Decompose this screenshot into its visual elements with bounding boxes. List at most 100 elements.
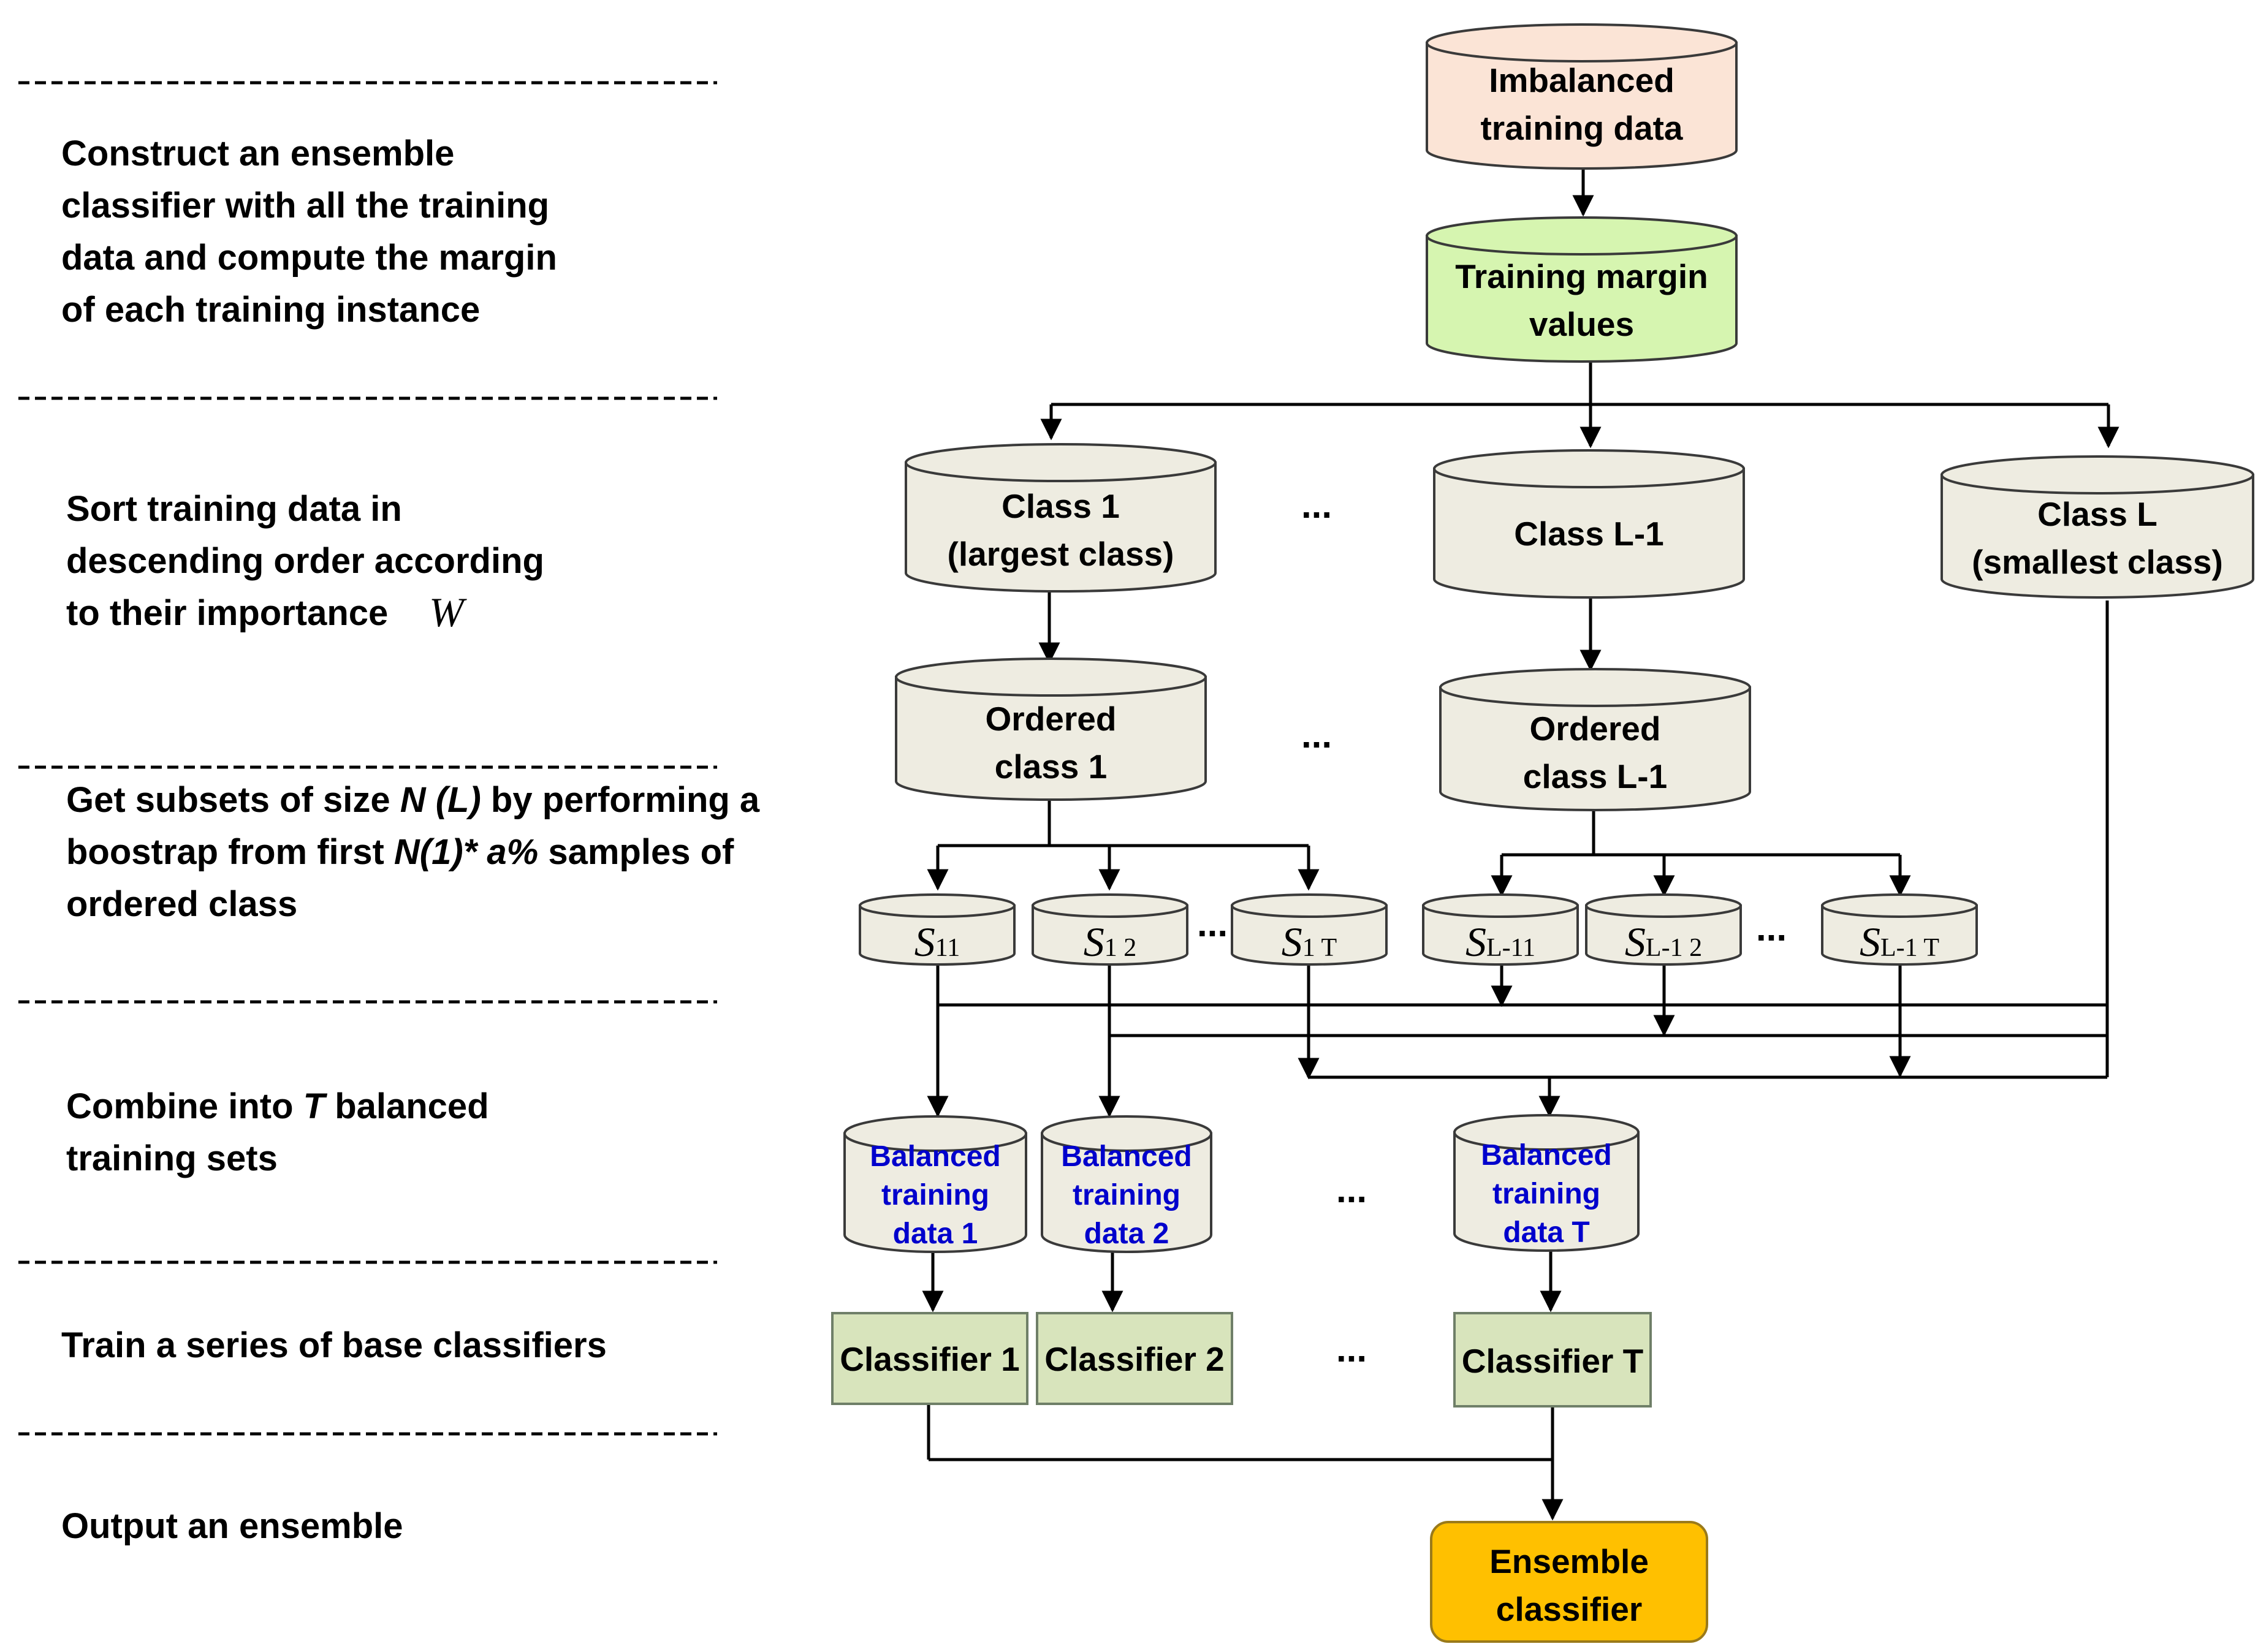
balanced-data-1-cylinder-label-line3: data 1 bbox=[893, 1218, 978, 1250]
subset-s1t-cylinder-subscript: 1 T bbox=[1302, 934, 1337, 962]
balanced-data-2-cylinder-label-line1: Balanced bbox=[1061, 1140, 1192, 1173]
balanced-data-t-cylinder-body bbox=[1453, 1131, 1640, 1252]
classL-cylinder-body bbox=[1941, 474, 2254, 599]
subset-sl12-cylinder-body bbox=[1585, 904, 1742, 966]
ordered-class1-cylinder-top bbox=[895, 657, 1207, 697]
subset-sl1t-cylinder-symbol: S bbox=[1860, 919, 1880, 965]
subset-sl11-cylinder-body bbox=[1422, 904, 1579, 966]
classL-cylinder-label-line2: (smallest class) bbox=[1972, 543, 2223, 581]
step3-line3: ordered class bbox=[66, 884, 297, 924]
subset-s1t-cylinder-symbol: S bbox=[1282, 919, 1302, 965]
connectors bbox=[922, 164, 2119, 1521]
step1-line3: data and compute the margin bbox=[61, 238, 557, 278]
subset-sl1t-cylinder: SL-1 T bbox=[1821, 893, 1978, 966]
imbalanced-data-cylinder: Imbalanced training data bbox=[1426, 23, 1738, 170]
classifier-2-box bbox=[1036, 1312, 1233, 1405]
step3-line2-pre: boostrap from first bbox=[66, 832, 394, 872]
step1-line4: of each training instance bbox=[61, 290, 480, 330]
step4-line1-post: balanced bbox=[325, 1086, 489, 1126]
class1-cylinder-top bbox=[905, 443, 1217, 482]
class1-cylinder: Class 1(largest class) bbox=[905, 443, 1217, 593]
ellipsis-classifiers: ... bbox=[1336, 1328, 1367, 1370]
step3-line2-em: N(1)* a% bbox=[394, 832, 538, 872]
subset-sl12-cylinder-label: SL-1 2 bbox=[1625, 919, 1702, 965]
subset-s12-cylinder-label: S1 2 bbox=[1084, 919, 1137, 965]
subset-sl11-cylinder-symbol: S bbox=[1465, 919, 1486, 965]
subset-sl12-cylinder-top bbox=[1585, 893, 1742, 918]
subset-sl1t-cylinder-label: SL-1 T bbox=[1860, 919, 1939, 965]
subset-sl1t-cylinder-body bbox=[1821, 904, 1978, 966]
step3-line1-pre: Get subsets of size bbox=[66, 780, 400, 820]
step4-line1: Combine into T balanced bbox=[66, 1086, 489, 1126]
subset-s12-cylinder-symbol: S bbox=[1084, 919, 1104, 965]
ordered-classL1-cylinder-label-line2: class L-1 bbox=[1523, 757, 1667, 795]
ensemble-label-line2: classifier bbox=[1496, 1590, 1643, 1628]
step4-line2: training sets bbox=[66, 1139, 278, 1178]
imbalanced-data-cylinder-label-line2: training data bbox=[1480, 109, 1682, 147]
ensemble-node: Ensemble classifier bbox=[1430, 1521, 1708, 1643]
ordered-class1-cylinder-body bbox=[895, 676, 1207, 801]
step3-line1-post: by performing a bbox=[481, 780, 760, 820]
step2-line2: descending order according bbox=[66, 541, 544, 581]
subset-sl11-cylinder-subscript: L-11 bbox=[1486, 934, 1535, 962]
classL1-cylinder-body bbox=[1433, 468, 1745, 599]
subset-sl11-cylinder: SL-11 bbox=[1422, 893, 1579, 966]
classifier-1-label: Classifier 1 bbox=[840, 1340, 1020, 1378]
class1-cylinder-body bbox=[905, 461, 1217, 593]
subset-sl12-cylinder-symbol: S bbox=[1625, 919, 1646, 965]
subset-s11-cylinder-body bbox=[859, 904, 1016, 966]
step-descriptions: Construct an ensemble classifier with al… bbox=[61, 134, 760, 1546]
ordered-classL1-cylinder-label-line1: Ordered bbox=[1530, 710, 1661, 748]
classifier-t-box bbox=[1453, 1312, 1652, 1408]
step3-line1: Get subsets of size N (L) by performing … bbox=[66, 780, 760, 820]
step2-line3: to their importance bbox=[66, 593, 388, 633]
step4-line1-pre: Combine into bbox=[66, 1086, 303, 1126]
classL1-cylinder-top bbox=[1433, 449, 1745, 488]
ellipsis-classes: ... bbox=[1301, 485, 1332, 526]
training-margin-cylinder-label-line1: Training margin bbox=[1455, 257, 1708, 295]
subset-s11-cylinder: S11 bbox=[859, 893, 1016, 966]
step2-line1: Sort training data in bbox=[66, 489, 402, 529]
subset-s11-cylinder-subscript: 11 bbox=[935, 934, 960, 962]
step3-line2-post: samples of bbox=[538, 832, 734, 872]
balanced-data-2-cylinder-top bbox=[1041, 1115, 1212, 1152]
subset-sl12-cylinder-subscript: L-1 2 bbox=[1646, 934, 1702, 962]
subset-s12-cylinder-subscript: 1 2 bbox=[1104, 934, 1137, 962]
step3-line1-em: N (L) bbox=[400, 780, 481, 820]
ordered-classL1-cylinder-body bbox=[1439, 686, 1751, 811]
ordered-classL1-cylinder: Ordered class L-1 bbox=[1439, 668, 1751, 811]
classifier-boxes: Classifier 1 Classifier 2 Classifier T bbox=[831, 1312, 1652, 1408]
subset-sl1t-cylinder-subscript: L-1 T bbox=[1880, 934, 1939, 962]
step1-line1: Construct an ensemble bbox=[61, 134, 454, 173]
subset-s1t-cylinder-label: S1 T bbox=[1282, 919, 1337, 965]
balanced-data-1-cylinder-top bbox=[843, 1115, 1027, 1152]
training-margin-cylinder-label-line2: values bbox=[1529, 305, 1634, 343]
subset-s12-cylinder-top bbox=[1032, 893, 1188, 918]
training-margin-cylinder: Training margin values bbox=[1426, 216, 1738, 363]
ellipsis-balanced: ... bbox=[1336, 1169, 1367, 1210]
classL1-cylinder-label-line1: Class L-1 bbox=[1514, 515, 1664, 553]
classifier-t-label: Classifier T bbox=[1462, 1342, 1644, 1380]
classifier-2-label: Classifier 2 bbox=[1044, 1340, 1225, 1378]
imbalanced-data-cylinder-label-line1: Imbalanced bbox=[1489, 61, 1674, 99]
step-separators bbox=[18, 81, 717, 1436]
classL-cylinder: Class L(smallest class) bbox=[1941, 455, 2254, 599]
ellipses: ... ... ... ... ... ... bbox=[1197, 485, 1787, 1370]
ellipsis-ordered: ... bbox=[1301, 714, 1332, 756]
classifier-1-box bbox=[831, 1312, 1028, 1405]
class1-cylinder-label-line1: Class 1 bbox=[1002, 487, 1120, 525]
balanced-data-1-cylinder-label-line1: Balanced bbox=[870, 1140, 1000, 1173]
balanced-data-t-cylinder-label-line3: data T bbox=[1503, 1216, 1589, 1249]
subset-sl12-cylinder: SL-1 2 bbox=[1585, 893, 1742, 966]
step4-line1-em: T bbox=[303, 1086, 328, 1126]
subset-s11-cylinder-symbol: S bbox=[914, 919, 935, 965]
balanced-data-2-cylinder-body bbox=[1041, 1132, 1212, 1253]
step3-line2: boostrap from first N(1)* a% samples of bbox=[66, 832, 734, 872]
classL1-cylinder: Class L-1 bbox=[1433, 449, 1745, 599]
step1-line2: classifier with all the training bbox=[61, 186, 549, 225]
ellipsis-subsets-l1: ... bbox=[1756, 907, 1787, 949]
